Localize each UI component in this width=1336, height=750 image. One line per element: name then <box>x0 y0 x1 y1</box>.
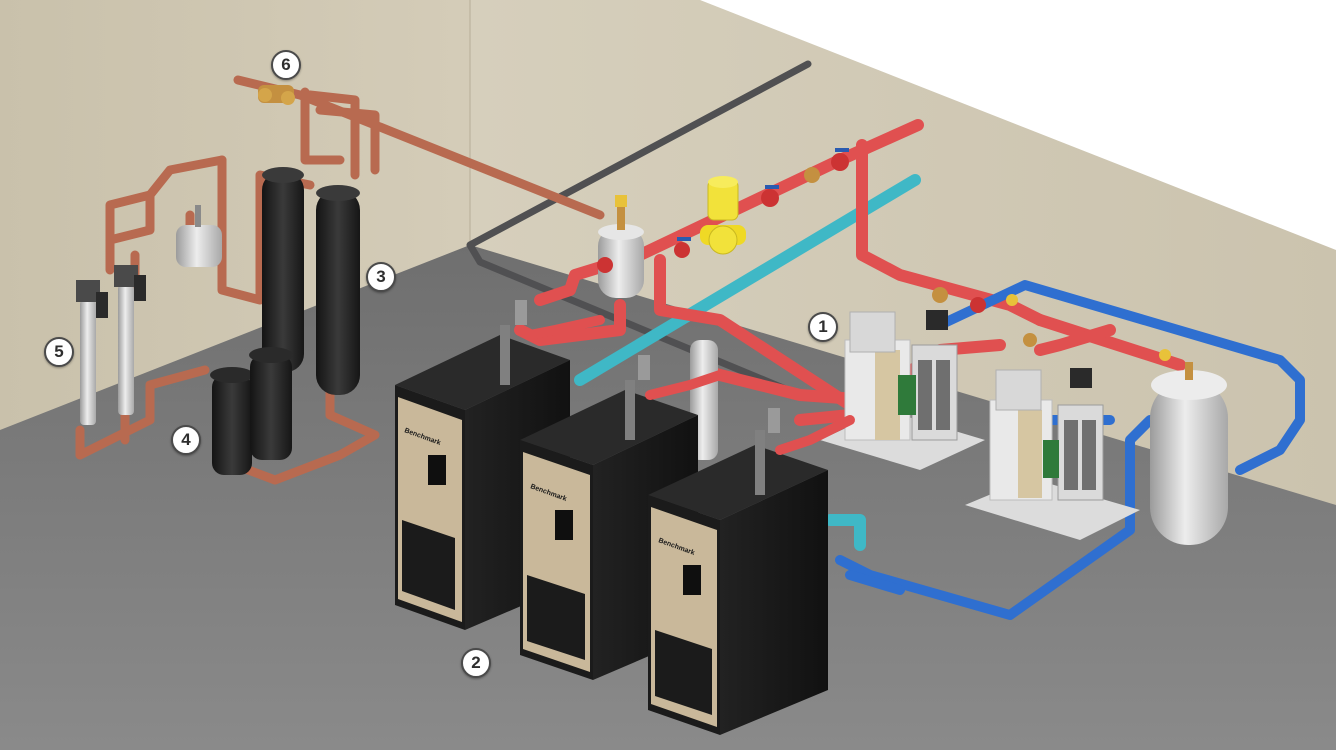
black-tanks <box>262 167 360 395</box>
small-expansion-tank <box>176 205 222 267</box>
expansion-tank <box>1150 362 1228 545</box>
skid-unit-2 <box>965 368 1140 540</box>
callout-5-label: 5 <box>54 342 64 361</box>
boiler-3: Benchmark <box>648 408 828 735</box>
gas-line <box>466 60 812 399</box>
callout-4: 4 <box>171 425 201 455</box>
callout-3: 3 <box>366 262 396 292</box>
callout-6-label: 6 <box>281 55 291 74</box>
air-separator-tank <box>598 195 644 298</box>
callout-4-label: 4 <box>181 430 191 449</box>
callout-2: 2 <box>461 648 491 678</box>
ceiling-corner <box>700 0 1336 250</box>
boiler-1: Benchmark <box>395 300 570 630</box>
filter-housings <box>210 347 293 475</box>
callout-6: 6 <box>271 50 301 80</box>
callout-1-label: 1 <box>818 317 828 336</box>
boiler-connections <box>525 315 855 455</box>
boiler-2: Benchmark <box>520 355 698 680</box>
skid-unit-1 <box>820 310 985 470</box>
yellow-pump <box>700 176 746 255</box>
backflow-preventer <box>258 85 295 105</box>
callout-2-label: 2 <box>471 653 481 672</box>
callout-5: 5 <box>44 337 74 367</box>
supply-valves <box>597 148 1171 361</box>
callout-1: 1 <box>808 312 838 342</box>
water-treatment-units <box>76 265 146 425</box>
callout-3-label: 3 <box>376 267 386 286</box>
